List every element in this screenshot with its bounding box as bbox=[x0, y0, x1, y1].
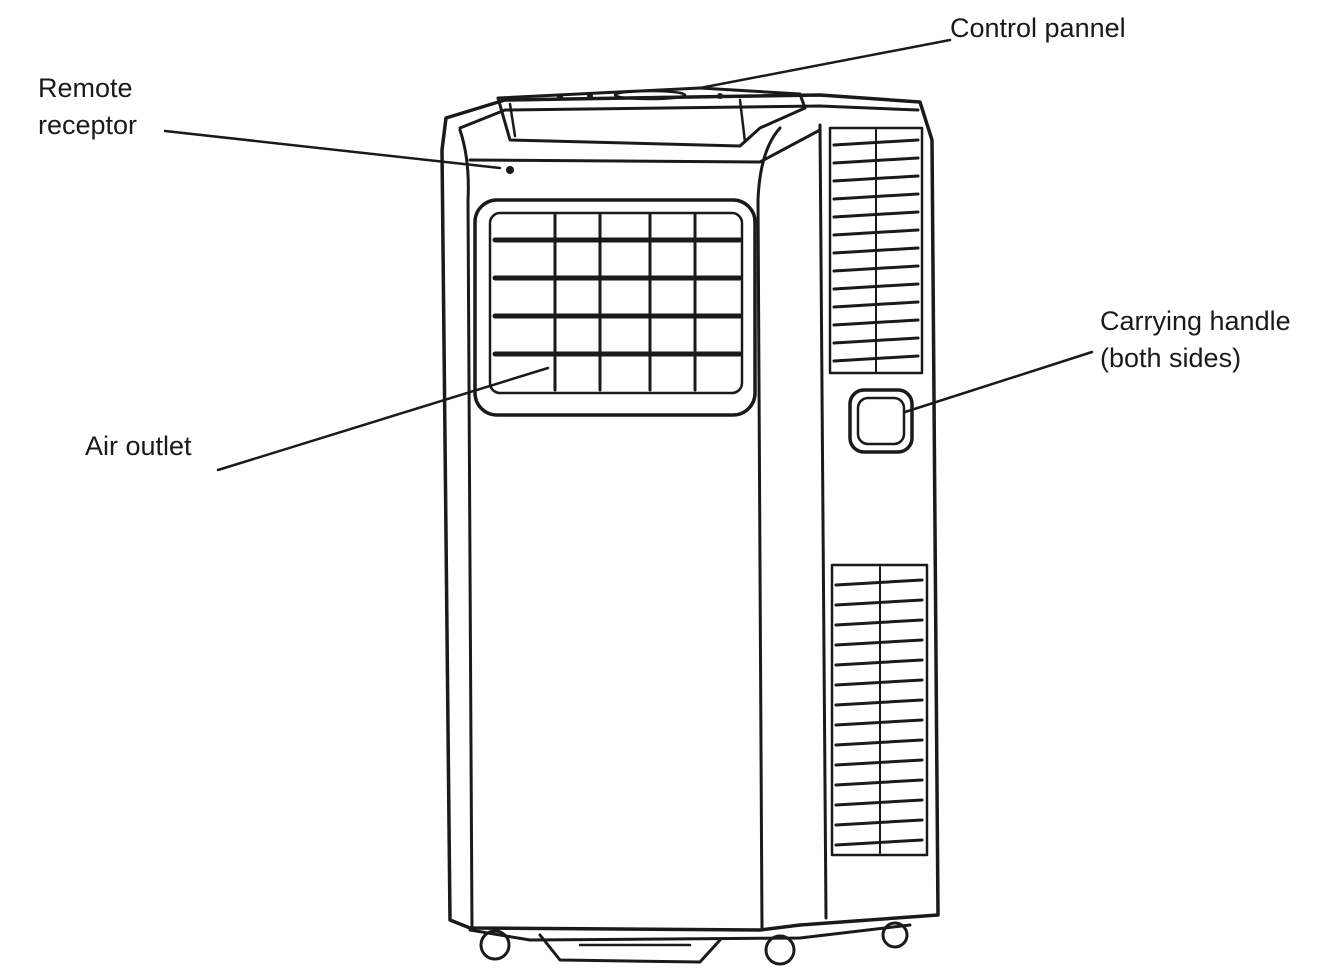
unit-front-right-curve bbox=[758, 128, 780, 930]
label-air-outlet: Air outlet bbox=[85, 428, 192, 465]
label-remote-receptor-line-1: Remote bbox=[38, 70, 137, 107]
remote-receptor-sensor bbox=[506, 166, 514, 174]
leader-line-remote-receptor bbox=[165, 131, 500, 168]
label-remote-receptor-line-2: receptor bbox=[38, 107, 137, 144]
carrying-handle bbox=[850, 390, 912, 452]
unit-side-edge bbox=[820, 125, 826, 918]
label-carrying-handle-line-2: (both sides) bbox=[1100, 340, 1291, 377]
leader-line-control-panel bbox=[700, 40, 950, 88]
air-conditioner-unit bbox=[442, 88, 938, 964]
label-remote-receptor: Remote receptor bbox=[38, 70, 137, 144]
upper-side-vent bbox=[830, 128, 922, 373]
leader-line-air-outlet bbox=[218, 368, 548, 470]
label-carrying-handle: Carrying handle (both sides) bbox=[1100, 303, 1291, 377]
unit-front-curve bbox=[460, 130, 472, 930]
label-control-panel: Control pannel bbox=[950, 10, 1126, 47]
lower-side-vent bbox=[832, 565, 927, 855]
air-outlet-grille bbox=[475, 200, 755, 415]
unit-top-face bbox=[460, 106, 918, 162]
label-carrying-handle-line-1: Carrying handle bbox=[1100, 303, 1291, 340]
